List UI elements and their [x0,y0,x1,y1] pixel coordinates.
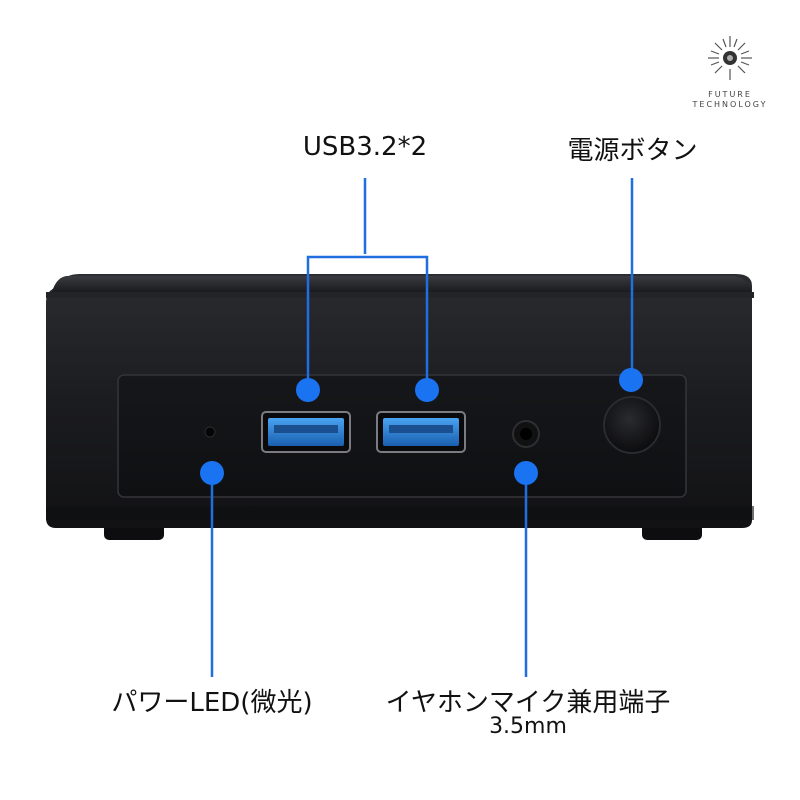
callout-dot-usb-2 [415,378,439,402]
audio-jack [512,420,540,448]
brand-line-1: FUTURE [708,90,752,99]
power-led [204,426,216,438]
usb-port-2 [376,411,466,453]
brand-name: FUTURE TECHNOLOGY [680,90,780,110]
brand-line-2: TECHNOLOGY [692,100,768,109]
callout-dot-audio-jack [514,461,538,485]
power-button [603,396,661,454]
label-audio-jack: イヤホンマイク兼用端子 [385,688,671,718]
callout-dot-power-button [619,368,643,392]
brand-logo-icon [708,36,752,80]
callout-dot-power-led [200,461,224,485]
label-power-button: 電源ボタン [567,136,698,166]
usb-port-1 [261,411,351,453]
label-audio-jack-size: 3.5mm [489,714,567,739]
label-power-led: パワーLED(微光) [111,688,313,718]
mini-pc-front [46,274,754,528]
label-usb: USB3.2*2 [302,132,428,162]
callout-lines [210,178,634,677]
callout-dot-usb-1 [296,378,320,402]
